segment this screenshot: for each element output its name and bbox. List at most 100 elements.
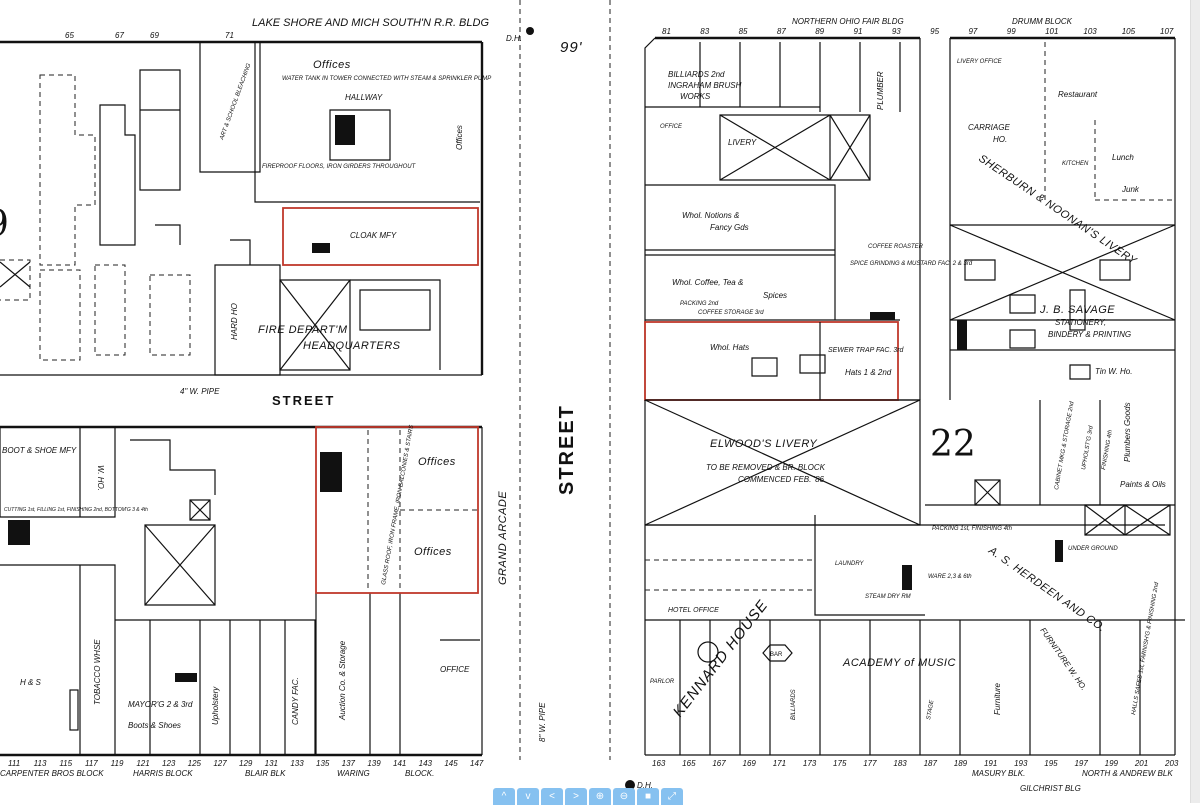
label-drumm-block: DRUMM BLOCK [1012,17,1073,26]
label-lunch: Lunch [1112,153,1134,162]
street-number: 133 [290,759,304,768]
street-number: 89 [815,27,824,36]
label-commenced: COMMENCED FEB. '86 [738,475,825,484]
street-number: 97 [968,27,977,36]
pan-down-button[interactable]: v [517,788,539,805]
street-number: 101 [1045,27,1058,36]
label-removed: TO BE REMOVED & BR. BLOCK [706,463,826,472]
fullscreen-icon: ⤢ [668,790,676,802]
street-number: 107 [1160,27,1174,36]
label-bar: BAR [770,652,783,658]
zoom-out-button[interactable]: ⊖ [613,788,635,805]
label-pipe-horizontal: 4" W. PIPE [180,387,220,396]
label-candy-fac: CANDY FAC. [291,677,300,725]
street-number: 87 [777,27,786,36]
label-hard-ho: HARD HO [230,303,239,340]
street-number: 95 [930,27,939,36]
label-waring: WARING [337,769,370,778]
label-stage: STAGE [926,699,936,721]
label-office-left: OFFICE [660,124,683,130]
street-number: 103 [1083,27,1097,36]
label-kennard: KENNARD HOUSE [670,597,772,721]
label-ingraham: INGRAHAM BRUSH [668,81,742,90]
street-numbers-top-left: 65 67 69 71 [65,31,234,40]
label-kitchen: KITCHEN [1062,161,1089,167]
pan-left-button[interactable]: < [541,788,563,805]
label-hs: H & S [20,678,42,687]
left-upper-block [0,40,484,376]
street-number: 105 [1122,27,1136,36]
street-number: 113 [34,759,47,768]
street-number: 85 [739,27,748,36]
pan-right-icon: > [573,790,579,802]
street-number: 69 [150,31,159,40]
zoom-in-button[interactable]: ⊕ [589,788,611,805]
label-waring-block: BLOCK. [405,769,434,778]
street-number: 173 [803,759,817,768]
street-number: 195 [1044,759,1058,768]
label-street-vertical: STREET [556,404,578,495]
label-hotel-office: HOTEL OFFICE [668,607,719,614]
pan-down-icon: v [525,790,531,802]
label-glass-roof: GLASS ROOF, IRON FRAME, IRON BALCONIES &… [381,425,415,586]
home-icon: ■ [644,790,652,802]
pan-up-button[interactable]: ^ [493,788,515,805]
label-elwood: ELWOOD'S LIVERY [710,438,817,450]
label-fancy: Fancy Gds [710,223,749,232]
label-sewer-trap: SEWER TRAP FAC. 3rd [828,347,905,354]
block-number-22: 22 [930,424,976,465]
label-art-school: ART & SCHOOL BLEACHING [219,62,253,141]
highlighted-parcel-grand-arcade[interactable] [315,426,479,594]
label-hats: Hats 1 & 2nd [845,368,892,377]
label-cloak-mfy: CLOAK MFY [350,231,397,240]
label-boot-shoe: BOOT & SHOE MFY [2,446,77,455]
home-button[interactable]: ■ [637,788,659,805]
street-number: 201 [1134,759,1148,768]
label-laundry: LAUNDRY [835,561,864,567]
label-tobacco: TOBACCO WHSE [93,639,102,705]
street-number: 177 [863,759,877,768]
label-upholstery: Upholstery [211,686,220,725]
street-number: 169 [743,759,757,768]
label-plumbers: Plumbers Goods [1123,402,1132,462]
street-number: 131 [265,759,278,768]
street-number: 119 [111,759,124,768]
street-number: 175 [833,759,847,768]
label-pipe-vertical: 8" W. PIPE [538,702,547,742]
street-number: 199 [1105,759,1119,768]
street-number: 93 [892,27,901,36]
fullscreen-button[interactable]: ⤢ [661,788,683,805]
label-harris-block: HARRIS BLOCK [133,769,193,778]
right-lower-block [644,399,1185,756]
street-number: 71 [225,31,234,40]
label-masury: MASURY BLK. [972,769,1025,778]
street-number: 115 [59,759,72,768]
street-number: 189 [954,759,968,768]
highlighted-parcel-cloak-mfy[interactable] [282,207,479,266]
street-number: 137 [342,759,356,768]
street-number: 191 [984,759,997,768]
street-number: 91 [854,27,863,36]
street-number: 111 [8,759,20,768]
label-blair-blk: BLAIR BLK [245,769,286,778]
label-paints: Paints & Oils [1120,480,1166,489]
label-cabinet: CABINET MKG & STORAGE 2nd [1054,400,1076,490]
label-dh-bottom: D.H. [637,781,653,790]
pan-right-button[interactable]: > [565,788,587,805]
vertical-scrollbar[interactable] [1190,0,1200,803]
highlighted-parcel-whol-hats[interactable] [644,321,899,401]
street-number: 171 [773,759,786,768]
label-under-ground: UNDER GROUND [1068,546,1118,552]
street-number: 121 [136,759,149,768]
street-number: 147 [470,759,484,768]
label-coffee-storage: COFFEE STORAGE 3rd [698,310,764,316]
label-lake-shore: LAKE SHORE AND MICH SOUTH'N R.R. BLDG [252,17,489,29]
label-parlor: PARLOR [650,679,675,685]
label-offices-1: Offices [418,456,456,468]
street-number: 187 [924,759,938,768]
pan-left-icon: < [549,790,555,802]
street-number: 129 [239,759,253,768]
